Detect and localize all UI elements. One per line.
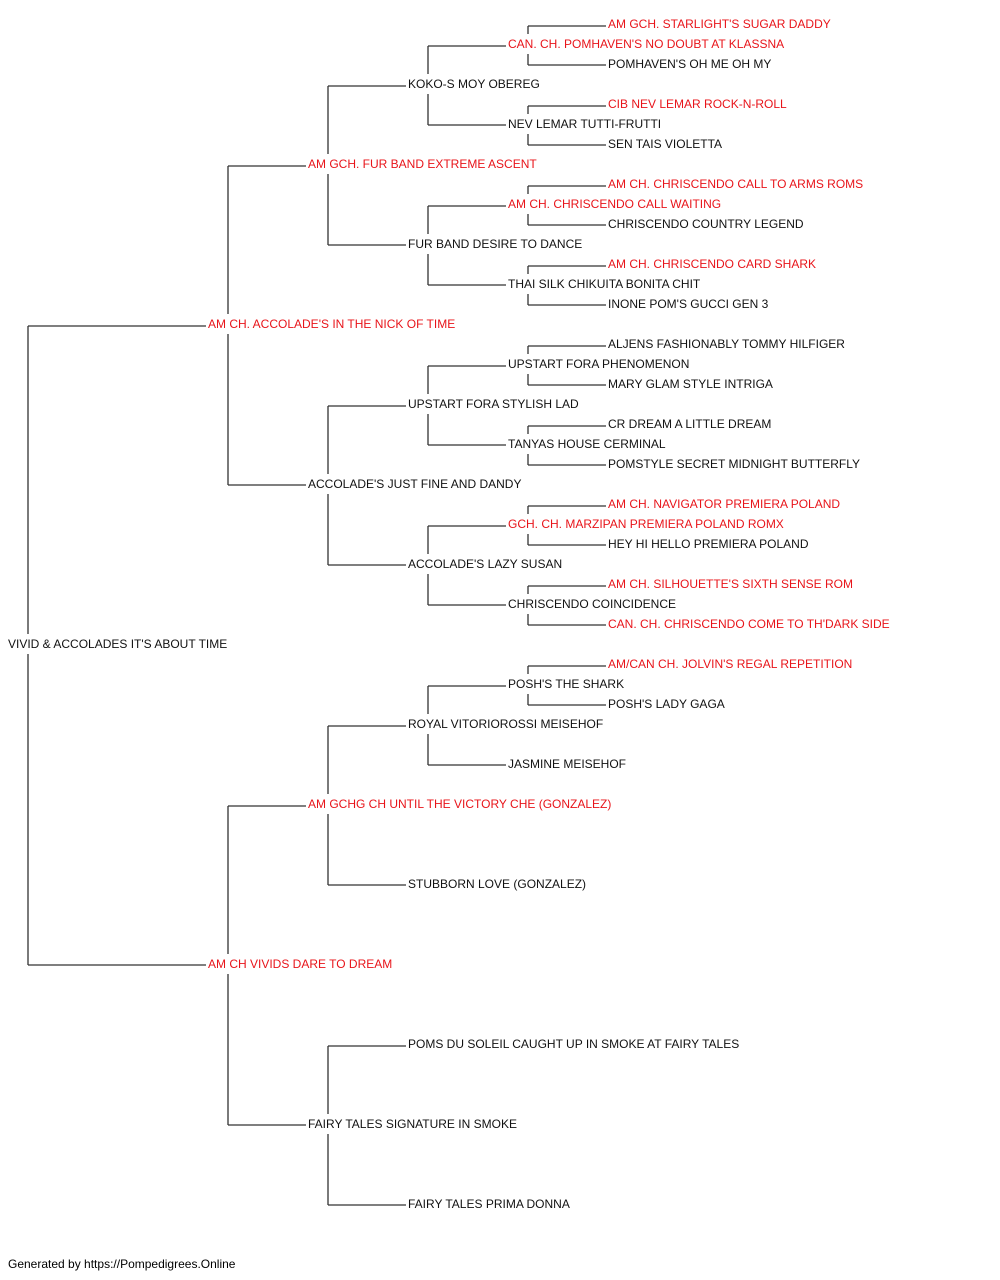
dog-name-mary-glam-style-intriga: MARY GLAM STYLE INTRIGA [608,377,773,391]
dog-name-upstart-fora-phenomenon: UPSTART FORA PHENOMENON [508,357,689,371]
dog-name-pomhaven-s-oh-me-oh-my: POMHAVEN'S OH ME OH MY [608,57,771,71]
dog-name-poms-du-soleil-caught-up-in-smoke-at-fairy-tales: POMS DU SOLEIL CAUGHT UP IN SMOKE AT FAI… [408,1037,739,1051]
dog-name-chriscendo-country-legend: CHRISCENDO COUNTRY LEGEND [608,217,804,231]
dog-name-fur-band-desire-to-dance: FUR BAND DESIRE TO DANCE [408,237,582,251]
dog-name-jasmine-meisehof: JASMINE MEISEHOF [508,757,626,771]
dog-name-can-ch-chriscendo-come-to-th-dark-side: CAN. CH. CHRISCENDO COME TO TH'DARK SIDE [608,617,890,631]
dog-name-chriscendo-coincidence: CHRISCENDO COINCIDENCE [508,597,676,611]
dog-name-tanyas-house-cerminal: TANYAS HOUSE CERMINAL [508,437,666,451]
dog-name-am-ch-chriscendo-call-to-arms-roms: AM CH. CHRISCENDO CALL TO ARMS ROMS [608,177,863,191]
dog-name-am-ch-chriscendo-call-waiting: AM CH. CHRISCENDO CALL WAITING [508,197,721,211]
dog-name-can-ch-pomhaven-s-no-doubt-at-klassna: CAN. CH. POMHAVEN'S NO DOUBT AT KLASSNA [508,37,784,51]
dog-name-am-gch-starlight-s-sugar-daddy: AM GCH. STARLIGHT'S SUGAR DADDY [608,17,831,31]
dog-name-am-gch-fur-band-extreme-ascent: AM GCH. FUR BAND EXTREME ASCENT [308,157,537,171]
dog-name-am-can-ch-jolvin-s-regal-repetition: AM/CAN CH. JOLVIN'S REGAL REPETITION [608,657,852,671]
dog-name-am-ch-vivids-dare-to-dream: AM CH VIVIDS DARE TO DREAM [208,957,392,971]
footer-credit: Generated by https://Pompedigrees.Online [8,1257,236,1271]
dog-name-stubborn-love-gonzalez: STUBBORN LOVE (GONZALEZ) [408,877,586,891]
dog-name-aljens-fashionably-tommy-hilfiger: ALJENS FASHIONABLY TOMMY HILFIGER [608,337,845,351]
dog-name-vivid-accolades-it-s-about-time: VIVID & ACCOLADES IT'S ABOUT TIME [8,637,227,651]
dog-name-pomstyle-secret-midnight-butterfly: POMSTYLE SECRET MIDNIGHT BUTTERFLY [608,457,860,471]
dog-name-am-gchg-ch-until-the-victory-che-gonzalez: AM GCHG CH UNTIL THE VICTORY CHE (GONZAL… [308,797,611,811]
dog-name-accolade-s-lazy-susan: ACCOLADE'S LAZY SUSAN [408,557,562,571]
dog-name-gch-ch-marzipan-premiera-poland-romx: GCH. CH. MARZIPAN PREMIERA POLAND ROMX [508,517,784,531]
dog-name-koko-s-moy-obereg: KOKO-S MOY OBEREG [408,77,540,91]
dog-name-accolade-s-just-fine-and-dandy: ACCOLADE'S JUST FINE AND DANDY [308,477,521,491]
dog-name-am-ch-navigator-premiera-poland: AM CH. NAVIGATOR PREMIERA POLAND [608,497,840,511]
dog-name-hey-hi-hello-premiera-poland: HEY HI HELLO PREMIERA POLAND [608,537,809,551]
dog-name-upstart-fora-stylish-lad: UPSTART FORA STYLISH LAD [408,397,579,411]
dog-name-thai-silk-chikuita-bonita-chit: THAI SILK CHIKUITA BONITA CHIT [508,277,701,291]
dog-name-cr-dream-a-little-dream: CR DREAM A LITTLE DREAM [608,417,771,431]
dog-name-am-ch-silhouette-s-sixth-sense-rom: AM CH. SILHOUETTE'S SIXTH SENSE ROM [608,577,853,591]
dog-name-am-ch-chriscendo-card-shark: AM CH. CHRISCENDO CARD SHARK [608,257,816,271]
dog-name-cib-nev-lemar-rock-n-roll: CIB NEV LEMAR ROCK-N-ROLL [608,97,787,111]
dog-name-royal-vitoriorossi-meisehof: ROYAL VITORIOROSSI MEISEHOF [408,717,603,731]
dog-name-nev-lemar-tutti-frutti: NEV LEMAR TUTTI-FRUTTI [508,117,661,131]
dog-name-fairy-tales-signature-in-smoke: FAIRY TALES SIGNATURE IN SMOKE [308,1117,517,1131]
dog-name-sen-tais-violetta: SEN TAIS VIOLETTA [608,137,722,151]
dog-name-fairy-tales-prima-donna: FAIRY TALES PRIMA DONNA [408,1197,570,1211]
dog-name-posh-s-the-shark: POSH'S THE SHARK [508,677,624,691]
dog-name-posh-s-lady-gaga: POSH'S LADY GAGA [608,697,725,711]
dog-name-inone-pom-s-gucci-gen-3: INONE POM'S GUCCI GEN 3 [608,297,769,311]
dog-name-am-ch-accolade-s-in-the-nick-of-time: AM CH. ACCOLADE'S IN THE NICK OF TIME [208,317,455,331]
